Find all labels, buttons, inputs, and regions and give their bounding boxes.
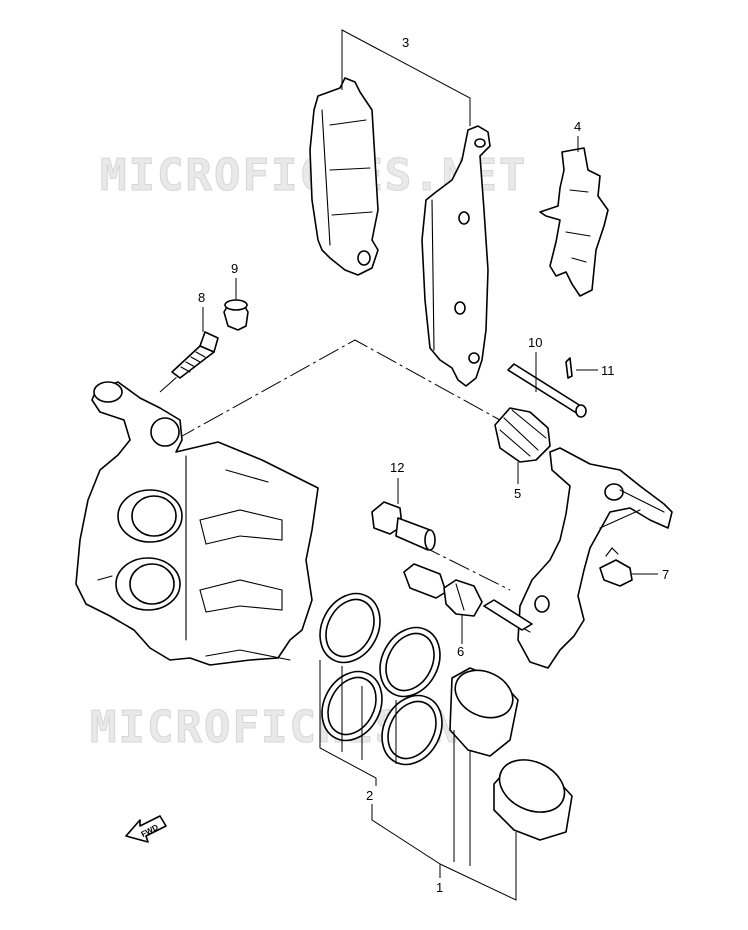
callout-10: 10 — [528, 335, 542, 350]
callout-5: 5 — [514, 486, 521, 501]
callout-1: 1 — [436, 880, 443, 895]
callout-12: 12 — [390, 460, 404, 475]
caliper-body — [75, 381, 319, 666]
axis-main-pin — [174, 339, 501, 441]
mounting-bolt — [371, 501, 436, 551]
pin-clip — [565, 357, 573, 379]
callout-4: 4 — [574, 119, 581, 134]
pad-spring — [539, 147, 609, 297]
caliper-bracket — [483, 447, 673, 669]
slide-pin-boot — [494, 407, 551, 463]
brake-pad-outer — [309, 77, 379, 276]
brake-pad-inner — [421, 125, 491, 387]
piston-seals — [319, 592, 443, 766]
callout-7: 7 — [662, 567, 669, 582]
callout-8: 8 — [198, 290, 205, 305]
watermark-bottom: MICROFICHES.NET — [90, 702, 517, 753]
bleeder-cap — [223, 299, 249, 331]
fwd-arrow-icon: FWD — [125, 815, 167, 843]
pad-pin — [507, 363, 587, 418]
leader-lines — [202, 29, 658, 901]
slide-pin — [403, 563, 483, 617]
callout-2: 2 — [366, 788, 373, 803]
pistons — [449, 667, 573, 841]
callout-9: 9 — [231, 261, 238, 276]
axis-slide-pin — [419, 544, 511, 591]
bleeder-valve — [171, 331, 219, 379]
pad-retainer — [599, 547, 633, 587]
callout-3: 3 — [402, 35, 409, 50]
callout-11: 11 — [601, 363, 615, 378]
callout-6: 6 — [457, 644, 464, 659]
